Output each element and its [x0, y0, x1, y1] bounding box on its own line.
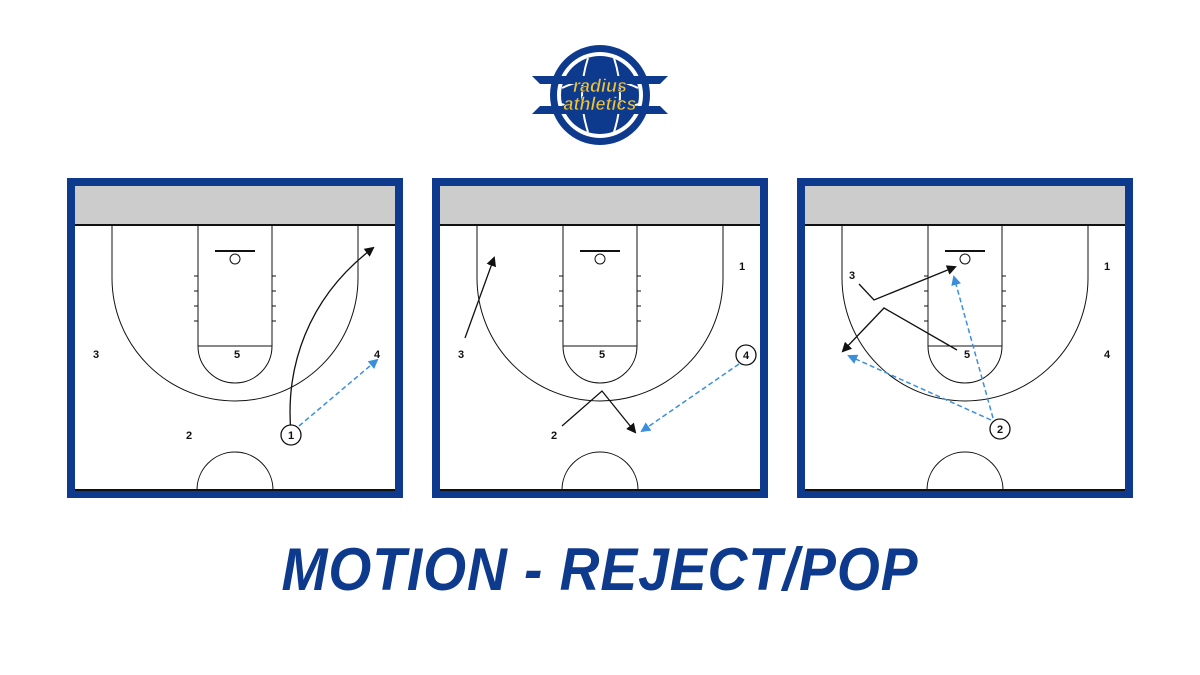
play-title: MOTION - REJECT/POP	[281, 536, 919, 603]
court-diagram-3: 1 2 3 4 5	[797, 178, 1133, 498]
player-5: 5	[234, 349, 240, 361]
player-5: 5	[964, 349, 970, 361]
player-3: 3	[93, 349, 99, 361]
baseline-band	[75, 186, 395, 224]
logo-text-athletics: athletics	[563, 94, 636, 114]
cut-arrow	[289, 246, 375, 434]
radius-athletics-logo: radius athletics	[532, 40, 668, 150]
cut-arrow-2	[561, 390, 637, 434]
baseline-band	[805, 186, 1125, 224]
player-3: 3	[458, 349, 464, 361]
logo-graphic: radius athletics	[532, 45, 668, 145]
player-4: 4	[374, 349, 381, 361]
logo-text-radius: radius	[573, 76, 627, 96]
player-2: 2	[551, 430, 557, 442]
pass-arrow-to-5	[847, 354, 992, 421]
court-lines	[841, 225, 1089, 491]
player-5: 5	[599, 349, 605, 361]
court-diagram-1: 1 2 3 4 5	[67, 178, 403, 498]
player-2-ball-handler: 2	[989, 418, 1011, 440]
player-1: 1	[739, 261, 745, 273]
player-1: 1	[1104, 261, 1110, 273]
player-2: 2	[186, 430, 192, 442]
player-1-ball-handler: 1	[280, 424, 302, 446]
court-lines	[111, 225, 359, 491]
player-number: 1	[288, 430, 294, 442]
player-4-ball-handler: 4	[735, 344, 757, 366]
player-3: 3	[849, 270, 855, 282]
pass-arrow	[298, 358, 379, 427]
court-lines	[476, 225, 724, 491]
player-4: 4	[1104, 349, 1111, 361]
cut-arrow-3	[464, 256, 496, 339]
cut-arrow-5	[841, 307, 958, 353]
player-number: 2	[997, 424, 1003, 436]
player-number: 4	[743, 350, 750, 362]
pass-arrow-to-3	[951, 275, 994, 419]
baseline-band	[440, 186, 760, 224]
cut-arrow-3	[858, 265, 957, 301]
pass-arrow	[640, 363, 740, 433]
court-diagram-2: 1 2 3 4 5	[432, 178, 768, 498]
